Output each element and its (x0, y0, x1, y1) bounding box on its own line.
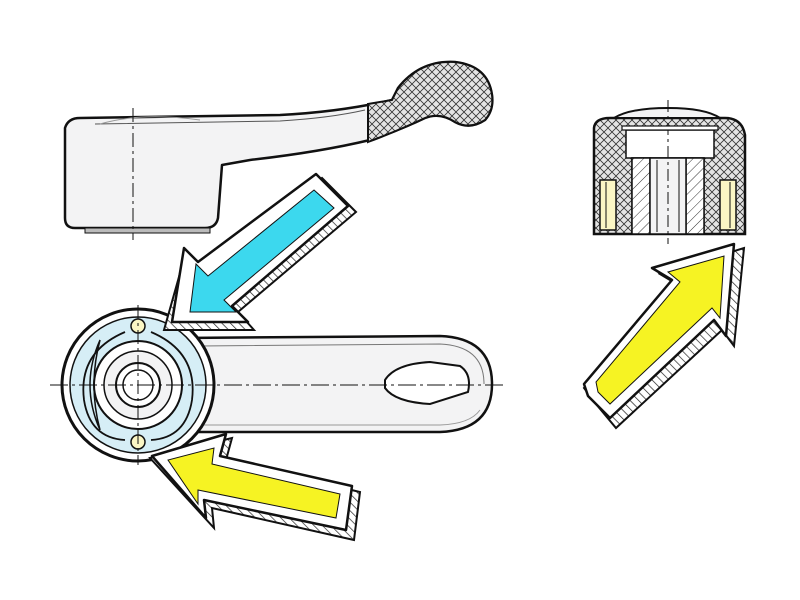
cyan-arrow (162, 172, 358, 331)
section-pin-left (599, 179, 617, 231)
arm-slot (384, 360, 470, 406)
yellow-arrow-right (582, 242, 746, 430)
lever-grip-hatch (367, 60, 494, 144)
hub-slot-left (89, 339, 101, 431)
hub-section-view (592, 100, 747, 244)
section-pin-right (719, 179, 737, 231)
lever-arm (178, 334, 494, 434)
yellow-arrow-bottom (148, 432, 362, 542)
lever-side-view (63, 60, 494, 240)
lever-top-view (50, 305, 505, 465)
